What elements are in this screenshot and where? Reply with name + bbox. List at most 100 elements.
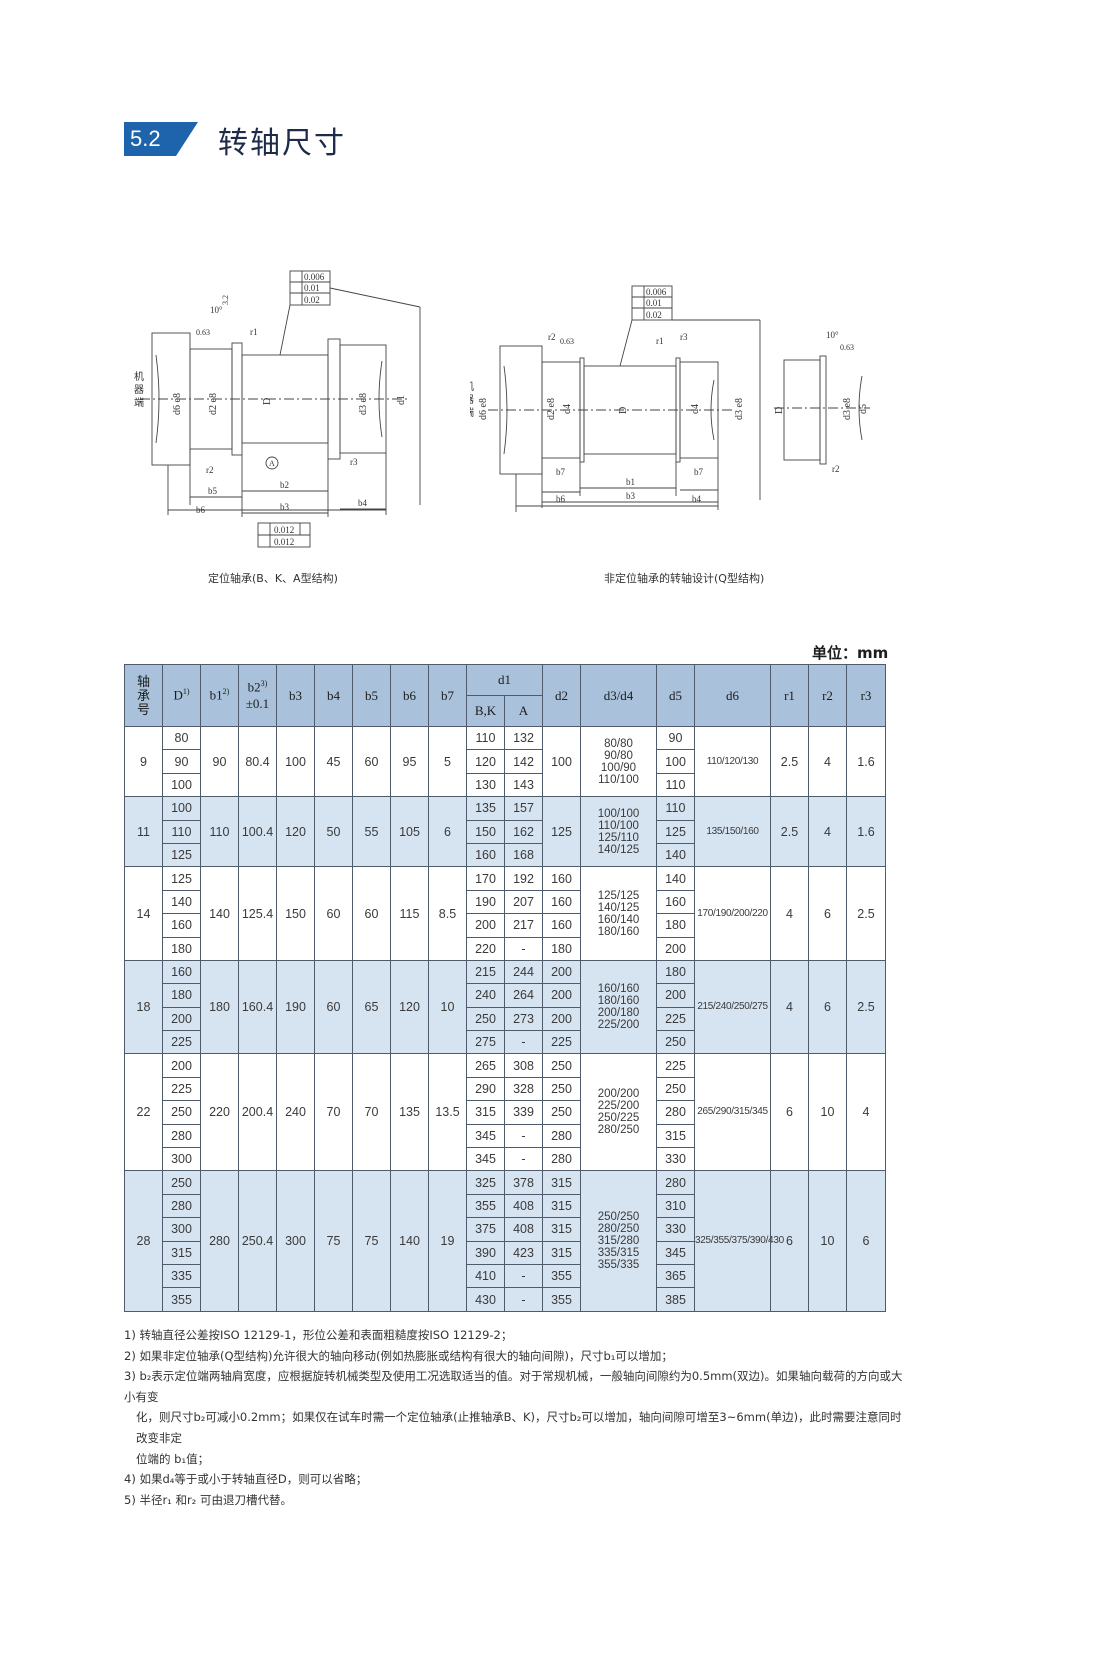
cell-b1: 180	[200, 959, 239, 1055]
header-d6: d6	[694, 664, 771, 727]
cell-d5: 315	[656, 1123, 695, 1149]
cell-D: 100	[162, 772, 201, 798]
cell-r2: 10	[808, 1170, 847, 1312]
cell-D: 140	[162, 889, 201, 915]
cell-r2: 10	[808, 1053, 847, 1172]
cell-d1-a: 264	[504, 983, 543, 1008]
cell-d1-a: 273	[504, 1006, 543, 1032]
cell-b5: 55	[352, 796, 391, 868]
cell-d1-bk: 430	[466, 1287, 505, 1312]
d3d4-value: 160/140	[597, 913, 640, 926]
header-d1-bk: B,K	[466, 695, 505, 727]
cell-r2: 6	[808, 959, 847, 1055]
cell-d5: 100	[656, 749, 695, 774]
cell-b3: 240	[276, 1053, 315, 1172]
cell-d1-bk: 390	[466, 1240, 505, 1265]
cell-d5: 330	[656, 1147, 695, 1172]
cell-d2: 355	[542, 1287, 581, 1312]
cell-d1-bk: 170	[466, 866, 505, 891]
header-char: 承	[136, 687, 150, 703]
cell-D: 225	[162, 1076, 201, 1102]
cell-d2: 200	[542, 1006, 581, 1032]
drawing-label: r2	[832, 464, 840, 474]
header-b1: b12)	[200, 664, 239, 727]
cell-d1-bk: 220	[466, 936, 505, 961]
cell-b6: 140	[390, 1170, 429, 1312]
cell-d1-bk: 315	[466, 1100, 505, 1125]
cell-d2: 250	[542, 1100, 581, 1125]
cell-D: 335	[162, 1263, 201, 1289]
header-char: 号	[136, 701, 150, 717]
cell-d5: 110	[656, 772, 695, 798]
cell-b7: 6	[428, 796, 467, 868]
cell-d2: 125	[542, 796, 581, 868]
unit-label: 单位：mm	[812, 644, 889, 662]
cell-d1-a: 423	[504, 1240, 543, 1265]
cell-d1-a: 142	[504, 749, 543, 774]
header-d2: d2	[542, 664, 581, 727]
d3d4-value: 250/250	[597, 1211, 640, 1224]
drawing-label: D	[618, 407, 629, 414]
d3d4-value: 180/160	[597, 995, 640, 1008]
cell-d5: 180	[656, 959, 695, 985]
drawing-label: d6 e8	[478, 398, 489, 420]
header-d5: d5	[656, 664, 695, 727]
cell-d1-bk: 150	[466, 819, 505, 844]
cell-d1-bk: 375	[466, 1217, 505, 1242]
cell-d1-bk: 160	[466, 842, 505, 868]
drawing-label: 0.63	[840, 343, 854, 352]
d3d4-value: 355/335	[597, 1259, 640, 1272]
drawing-label: r1	[656, 336, 664, 346]
cell-d1-a: 207	[504, 889, 543, 915]
cell-b5: 70	[352, 1053, 391, 1172]
d3d4-value: 110/100	[598, 819, 639, 832]
cell-r2: 4	[808, 796, 847, 868]
cell-d5: 250	[656, 1076, 695, 1102]
cell-b7: 19	[428, 1170, 467, 1312]
drawing-label: b4	[358, 498, 368, 508]
caption-left: 定位轴承(B、K、A型结构)	[208, 572, 338, 585]
footnote: 1) 转轴直径公差按ISO 12129-1，形位公差和表面粗糙度按ISO 121…	[124, 1328, 513, 1342]
d3d4-value: 160/160	[597, 983, 640, 996]
d3d4-value: 110/100	[598, 773, 639, 786]
cell-D: 315	[162, 1240, 201, 1265]
cell-d5: 225	[656, 1006, 695, 1032]
cell-D: 300	[162, 1217, 201, 1242]
drawing-label: 0.012	[274, 537, 294, 547]
drawing-label: b1	[626, 477, 635, 487]
cell-d1-bk: 110	[466, 725, 505, 751]
cell-d2: 315	[542, 1240, 581, 1265]
d3d4-value: 90/80	[604, 749, 633, 762]
cell-d5: 280	[656, 1100, 695, 1125]
cell-d1-a: 217	[504, 913, 543, 938]
cell-d2: 160	[542, 866, 581, 891]
cell-d1-bk: 120	[466, 749, 505, 774]
cell-r1: 6	[770, 1053, 809, 1172]
cell-d6: 135/150/160	[694, 796, 771, 868]
cell-d1-a: 408	[504, 1217, 543, 1242]
cell-d2: 200	[542, 983, 581, 1008]
d3d4-value: 250/225	[597, 1112, 640, 1125]
d3d4-value: 315/280	[597, 1235, 640, 1248]
cell-d5: 140	[656, 866, 695, 891]
header-char: 轴	[136, 673, 150, 689]
cell-d1-bk: 135	[466, 796, 505, 821]
header-b6: b6	[390, 664, 429, 727]
d3d4-value: 100/90	[600, 761, 637, 774]
cell-b7: 8.5	[428, 866, 467, 961]
d3d4-value: 80/80	[604, 737, 633, 750]
cell-d2: 250	[542, 1053, 581, 1078]
cell-D: 125	[162, 842, 201, 868]
drawing-label: 3.2	[221, 295, 230, 305]
cell-d1-a: 157	[504, 796, 543, 821]
